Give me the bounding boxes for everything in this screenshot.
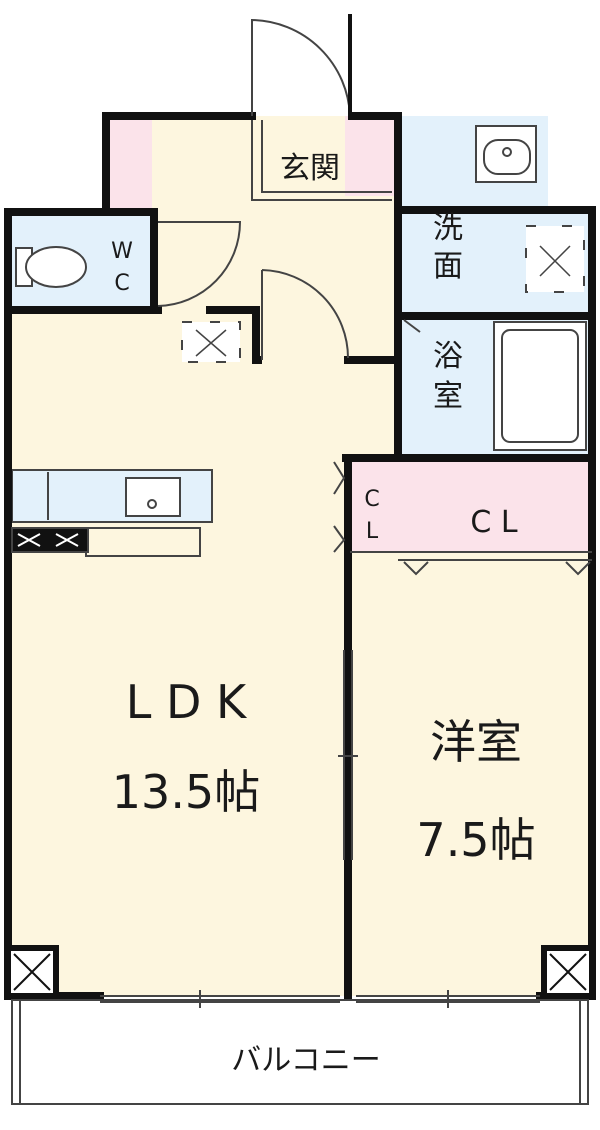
front-door-swing <box>251 18 351 117</box>
wc-door-swing <box>157 221 242 307</box>
closet-small-label-2: L <box>366 519 379 544</box>
bath-label-1: 浴 <box>433 339 463 374</box>
wc-label-w: W <box>111 239 133 264</box>
ldk-size: 13.5帖 <box>112 765 260 819</box>
fixtures <box>5 125 595 999</box>
kitchen-sink-icon <box>125 477 181 517</box>
fridge-icon <box>181 321 241 363</box>
bath-label-2: 室 <box>433 379 463 414</box>
doors <box>157 14 591 576</box>
ldk-door-swing <box>261 269 349 360</box>
western-room-name: 洋室 <box>430 715 522 769</box>
closet-large-label: C L <box>470 505 517 540</box>
cl-large-floor <box>398 458 592 552</box>
closet-small-label-1: C <box>364 487 379 512</box>
walls <box>4 112 596 1000</box>
toilet-icon <box>15 246 87 288</box>
ldk-name: L D K <box>126 675 248 729</box>
genkan-label: 玄関 <box>280 151 340 186</box>
washing-machine-icon <box>525 225 585 293</box>
balcony-label: バルコニー <box>231 1043 380 1078</box>
western-floor <box>350 552 592 996</box>
entry-closet-left <box>106 116 152 211</box>
bathtub-icon <box>493 321 587 451</box>
room-labels: 玄関 W C 洗 面 浴 室 C L C L L D K 13.5帖 洋室 7.… <box>111 151 535 1078</box>
washroom-label-2: 面 <box>433 249 463 284</box>
washbasin-icon <box>475 125 537 183</box>
pillar-left-icon <box>5 945 59 999</box>
pillar-right-icon <box>541 945 595 999</box>
kitchen-counter <box>11 469 213 523</box>
ldk-floor <box>8 312 348 996</box>
western-room-size: 7.5帖 <box>416 813 535 867</box>
range-hood-icon <box>11 527 89 553</box>
wc-label-c: C <box>114 271 129 296</box>
thin-lines <box>11 120 592 1105</box>
washroom-label-1: 洗 <box>433 211 463 246</box>
cl-small-floor <box>350 458 398 552</box>
entry-closet-right <box>345 116 395 196</box>
